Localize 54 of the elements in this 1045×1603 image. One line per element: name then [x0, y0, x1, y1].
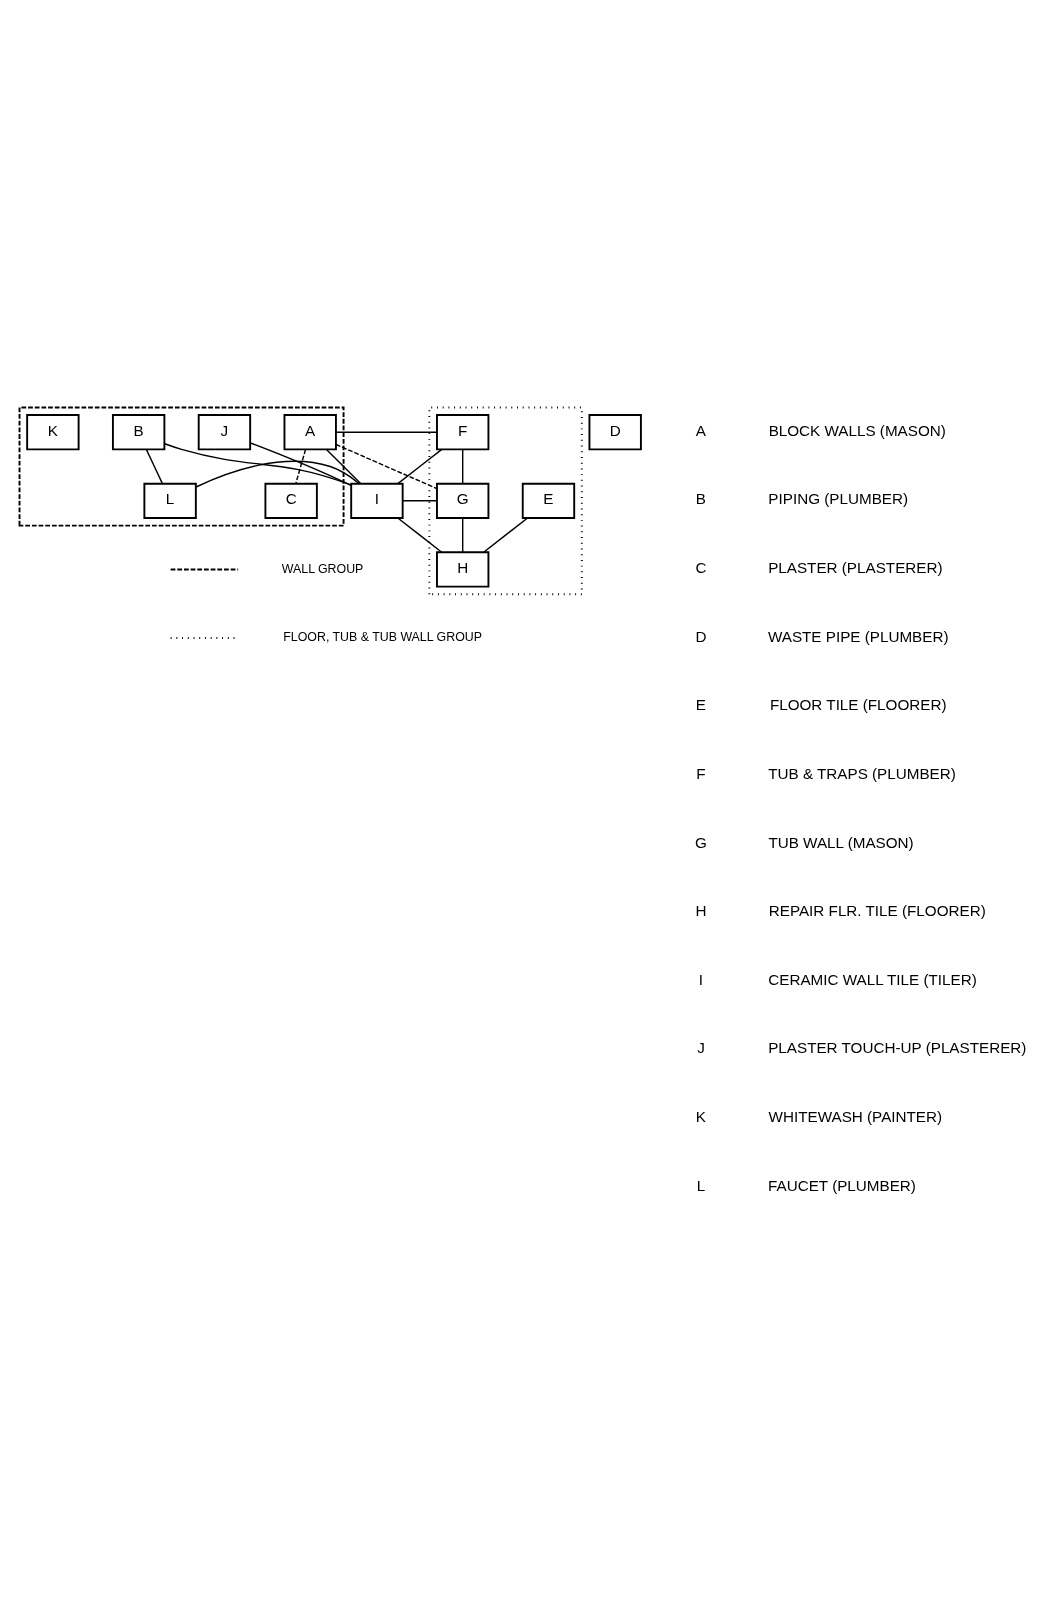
label: C	[695, 558, 707, 576]
label: H	[695, 901, 707, 919]
connector	[462, 448, 464, 484]
node-box: E	[521, 482, 576, 519]
label: K	[695, 1107, 707, 1125]
connector	[462, 517, 464, 553]
label: PLASTER (PLASTERER)	[768, 558, 943, 576]
label: WASTE PIPE (PLUMBER)	[767, 627, 949, 645]
node-box: B	[111, 413, 166, 450]
label: CERAMIC WALL TILE (TILER)	[768, 970, 977, 988]
connector	[145, 448, 164, 484]
connector	[195, 460, 360, 488]
label: PLASTER TOUCH-UP (PLASTERER)	[768, 1038, 1027, 1056]
cluster	[18, 406, 345, 527]
connector	[249, 441, 352, 486]
label: BLOCK WALLS (MASON)	[768, 421, 946, 439]
cluster	[428, 406, 583, 595]
label: TUB & TRAPS (PLUMBER)	[768, 764, 956, 782]
legend-label: WALL GROUP	[281, 561, 364, 576]
legend-label: FLOOR, TUB & TUB WALL GROUP	[283, 629, 483, 644]
label: F	[696, 764, 706, 782]
connector	[335, 443, 438, 489]
label: E	[695, 695, 707, 713]
connector	[326, 448, 362, 484]
label: J	[697, 1038, 705, 1056]
node-box: G	[436, 482, 490, 519]
label: REPAIR FLR. TILE (FLOORER)	[768, 901, 986, 919]
connector	[402, 499, 438, 502]
label: D	[695, 627, 707, 645]
label: FAUCET (PLUMBER)	[768, 1176, 916, 1194]
label: I	[698, 970, 704, 988]
connector	[397, 448, 443, 484]
label: L	[696, 1176, 706, 1194]
node-box: J	[197, 413, 252, 450]
connector	[335, 431, 438, 433]
label: G	[695, 833, 707, 851]
node-box: K	[26, 413, 80, 450]
connector	[295, 448, 307, 484]
label: B	[695, 489, 707, 507]
node-box: D	[588, 413, 642, 450]
node-box: H	[436, 550, 490, 588]
node-box: A	[283, 413, 337, 450]
label: A	[695, 421, 707, 439]
connector	[482, 517, 528, 553]
label: FLOOR TILE (FLOORER)	[769, 695, 947, 713]
label: TUB WALL (MASON)	[768, 833, 914, 851]
connector	[164, 442, 352, 486]
label: PIPING (PLUMBER)	[768, 489, 909, 507]
node-box: F	[436, 413, 490, 450]
connector	[397, 517, 443, 553]
node-box: I	[350, 482, 404, 519]
node-box: L	[143, 482, 197, 519]
label: WHITEWASH (PAINTER)	[768, 1107, 943, 1125]
node-box: C	[264, 482, 318, 519]
